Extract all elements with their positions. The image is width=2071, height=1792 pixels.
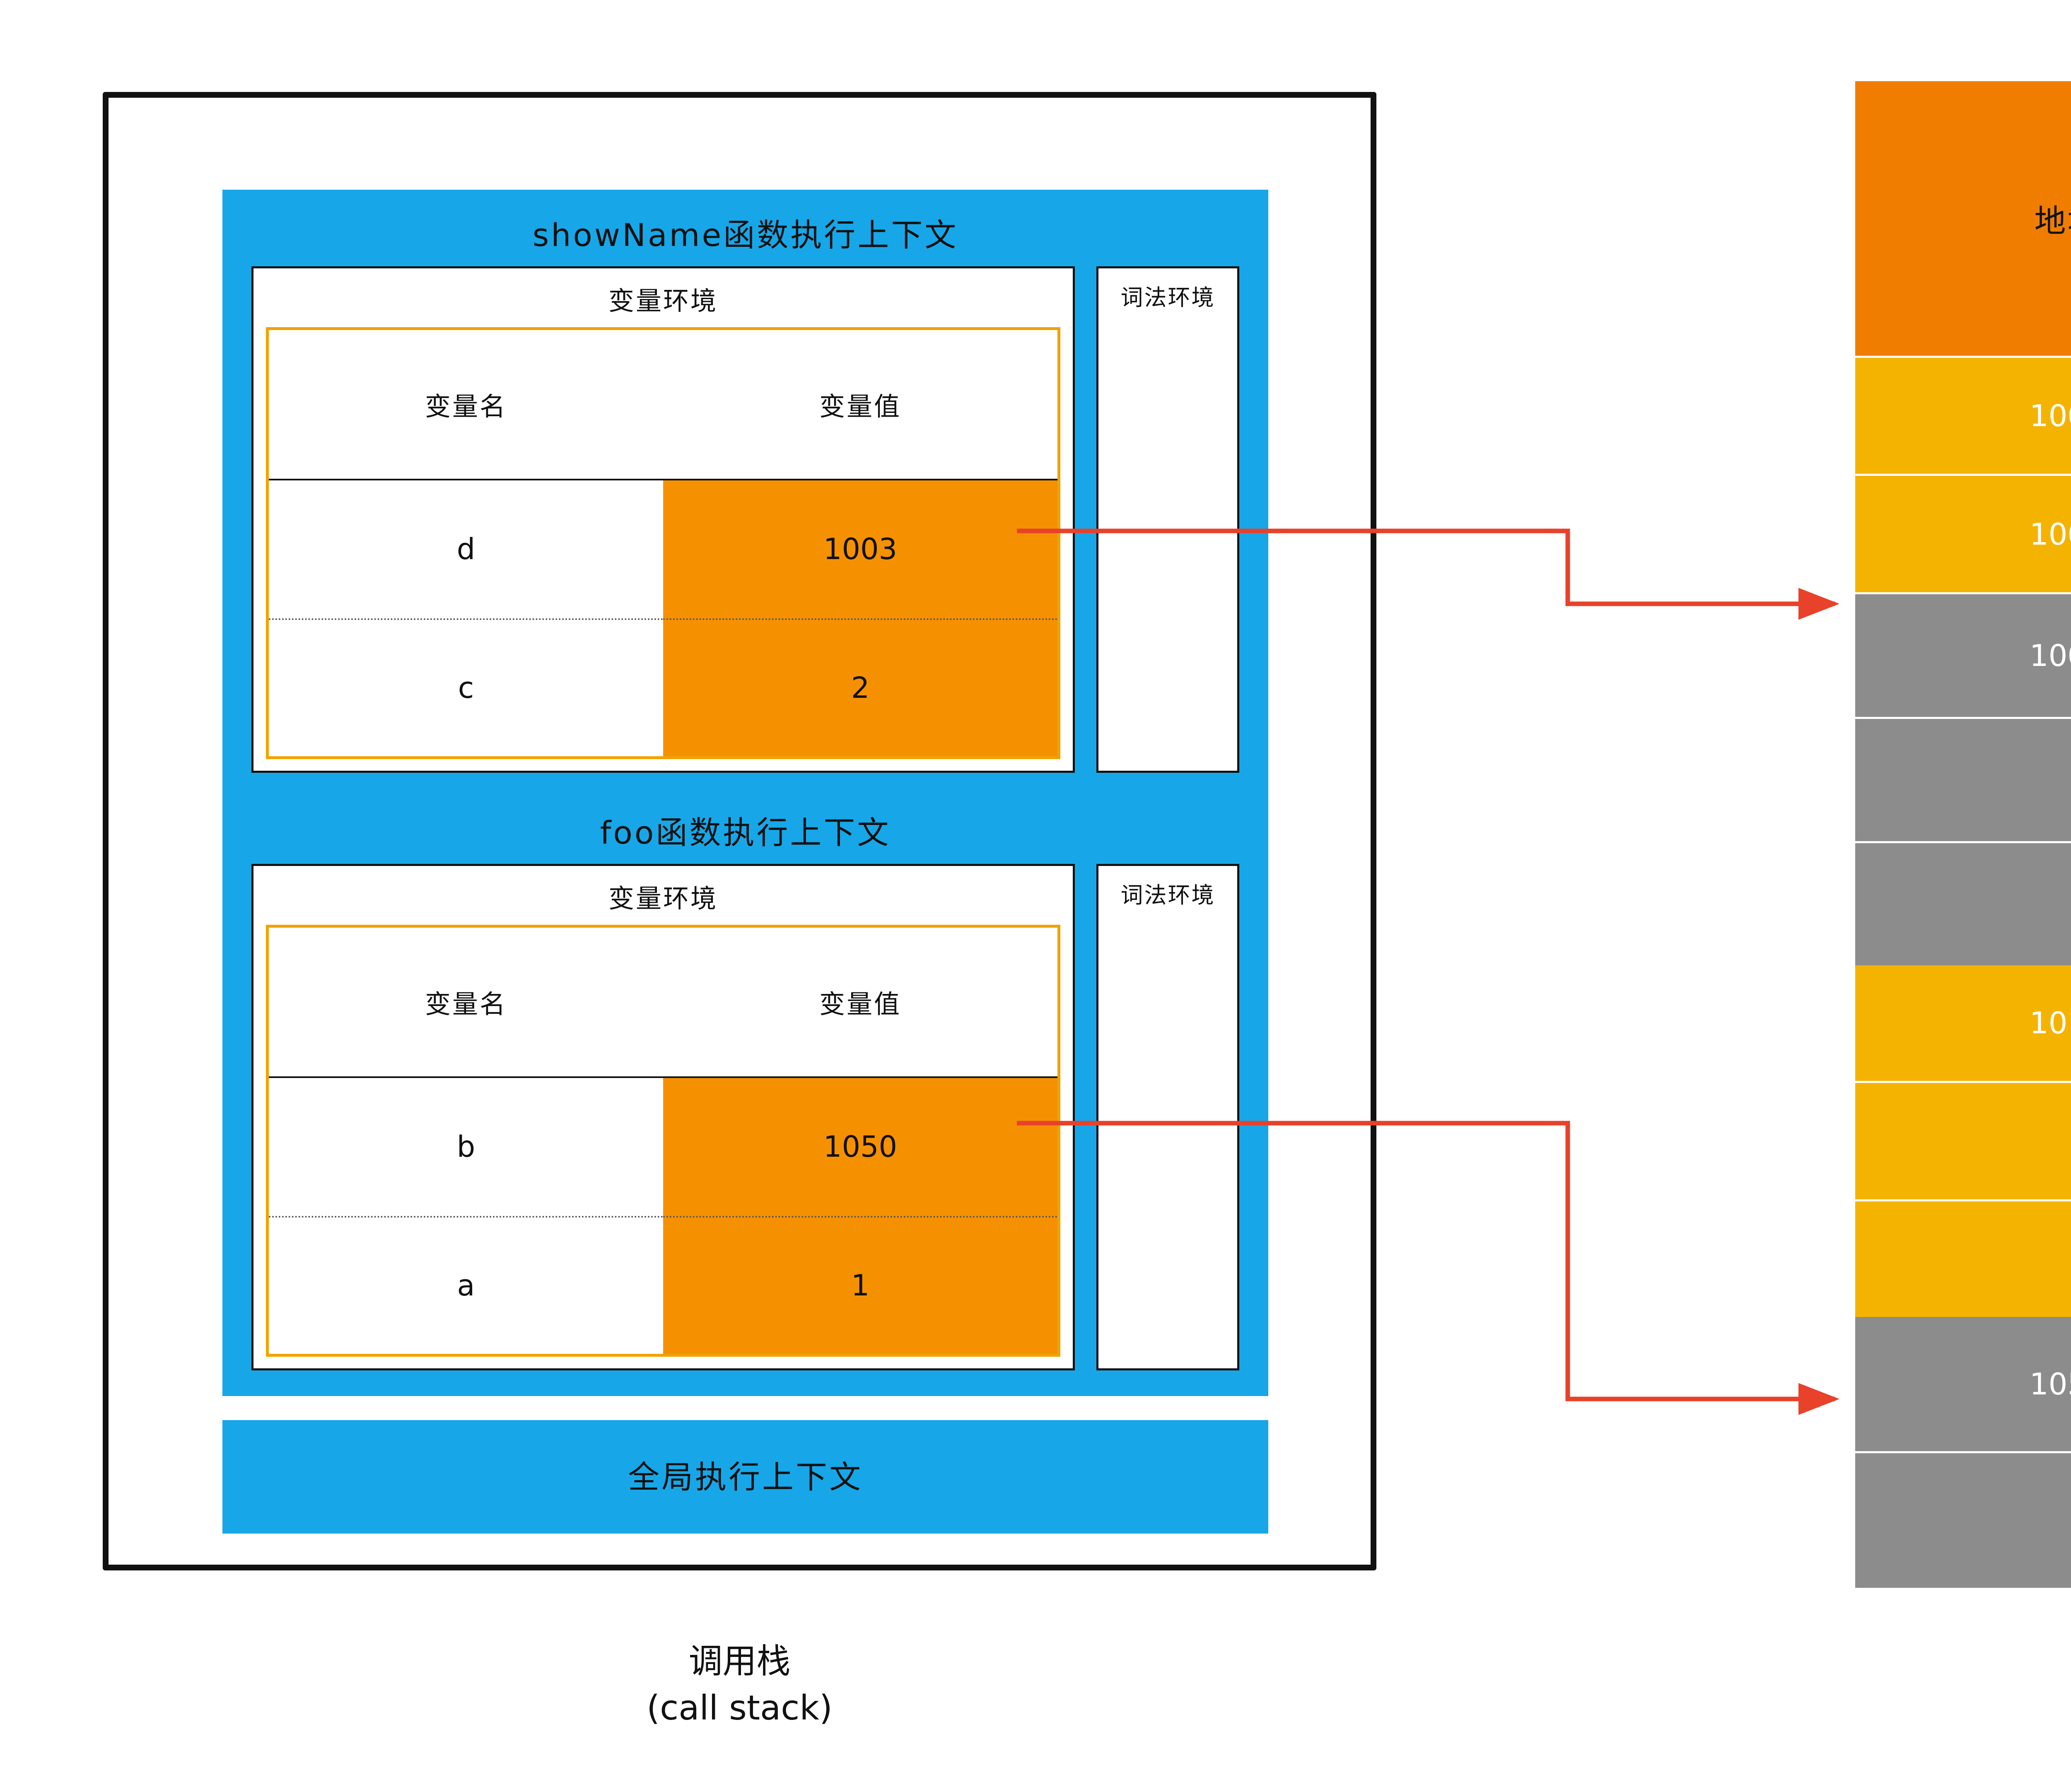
- context-title-showname: showName函数执行上下文: [532, 217, 958, 253]
- lexical-environment-foo: 词法环境: [1096, 864, 1239, 1370]
- variable-environment-label: 变量环境: [608, 286, 718, 316]
- var-name-b: b: [269, 1077, 663, 1218]
- call-stack-caption-en: (call stack): [647, 1688, 833, 1728]
- context-title-global: 全局执行上下文: [628, 1459, 863, 1495]
- heap-row-1012-cont2: [1855, 1200, 2071, 1317]
- table-row: a 1: [269, 1216, 1057, 1354]
- heap-row-1003: 1003 {name:“极客时间”}: [1855, 593, 2071, 719]
- table-header-row: 变量名 变量值: [269, 928, 1057, 1078]
- heap-address-slot: [1855, 1200, 2071, 1317]
- var-name-a: a: [457, 1269, 475, 1303]
- heap-caption-cn: 堆空间: [1855, 1638, 2071, 1685]
- lexical-environment-label: 词法环境: [1120, 285, 1215, 311]
- heap-address-slot: [1855, 1082, 2071, 1201]
- heap-row-1001: 1001: [1855, 357, 2071, 476]
- table-row: b 1050: [269, 1077, 1057, 1218]
- heap-address-1001: 1001: [1855, 357, 2071, 476]
- execution-context-foo: foo函数执行上下文 变量环境 变量名 变量值 b 1050: [222, 787, 1268, 1396]
- env-row-foo: 变量环境 变量名 变量值 b 1050 a 1: [251, 864, 1239, 1370]
- heap-header-row: 地址 值: [1855, 81, 2071, 358]
- heap-row-1050: 1050 {name:“极客邦”}: [1855, 1317, 2071, 1454]
- heap-row-1003-cont2: [1855, 842, 2071, 965]
- variable-table-showname: 变量名 变量值 d 1003 c 2: [266, 327, 1060, 759]
- heap-row-1003-cont: [1855, 718, 2071, 844]
- lexical-environment-label: 词法环境: [1120, 882, 1215, 908]
- heap-address-slot: [1855, 842, 2071, 965]
- call-stack-caption-cn: 调用栈: [688, 1642, 791, 1681]
- var-value-a: 1: [663, 1216, 1057, 1354]
- var-value-c: 2: [663, 619, 1057, 756]
- heap-row-1012: 1012: [1855, 965, 2071, 1083]
- table-row: d 1003: [269, 479, 1057, 620]
- call-stack-caption: 调用栈 (call stack): [103, 1638, 1376, 1732]
- heap-row-1002: 1002: [1855, 475, 2071, 594]
- lexical-environment-showname: 词法环境: [1096, 266, 1239, 773]
- heap-address-slot: [1855, 1452, 2071, 1588]
- heap-row-1050-cont: [1855, 1452, 2071, 1588]
- var-name-c: c: [458, 671, 474, 705]
- execution-context-global: 全局执行上下文: [222, 1420, 1268, 1534]
- heap-address-1050: 1050: [1855, 1317, 2071, 1454]
- column-header-varname: 变量名: [269, 928, 663, 1078]
- variable-environment-foo: 变量环境 变量名 变量值 b 1050 a 1: [251, 864, 1075, 1370]
- column-header-varvalue: 变量值: [663, 928, 1057, 1078]
- variable-environment-showname: 变量环境 变量名 变量值 d 1003 c 2: [251, 266, 1075, 773]
- heap-caption-en: (heap): [1855, 1685, 2071, 1732]
- variable-table-foo: 变量名 变量值 b 1050 a 1: [266, 925, 1060, 1357]
- var-name-d: d: [269, 479, 663, 620]
- heap-column-header-address: 地址: [1855, 81, 2071, 358]
- column-header-varname: 变量名: [269, 330, 663, 480]
- call-stack-container: showName函数执行上下文 变量环境 变量名 变量值 d 1003: [103, 92, 1376, 1570]
- heap-row-1012-cont: [1855, 1082, 2071, 1201]
- heap-address-1002: 1002: [1855, 475, 2071, 594]
- context-title-foo: foo函数执行上下文: [600, 814, 891, 851]
- var-value-d: 1003: [663, 479, 1057, 620]
- env-row-showname: 变量环境 变量名 变量值 d 1003 c 2: [251, 266, 1239, 773]
- execution-context-showname: showName函数执行上下文 变量环境 变量名 变量值 d 1003: [222, 190, 1268, 798]
- heap-address-slot: [1855, 718, 2071, 844]
- heap-address-1012: 1012: [1855, 965, 2071, 1083]
- variable-environment-label: 变量环境: [608, 883, 718, 914]
- heap-container: 地址 值 1001 1002 1003 {name:“极客时间”} 1012: [1855, 81, 2071, 1588]
- heap-address-1003: 1003: [1855, 593, 2071, 719]
- heap-caption: 堆空间 (heap): [1855, 1638, 2071, 1732]
- table-header-row: 变量名 变量值: [269, 330, 1057, 480]
- table-row: c 2: [269, 619, 1057, 756]
- var-value-b: 1050: [663, 1077, 1057, 1218]
- column-header-varvalue: 变量值: [663, 330, 1057, 480]
